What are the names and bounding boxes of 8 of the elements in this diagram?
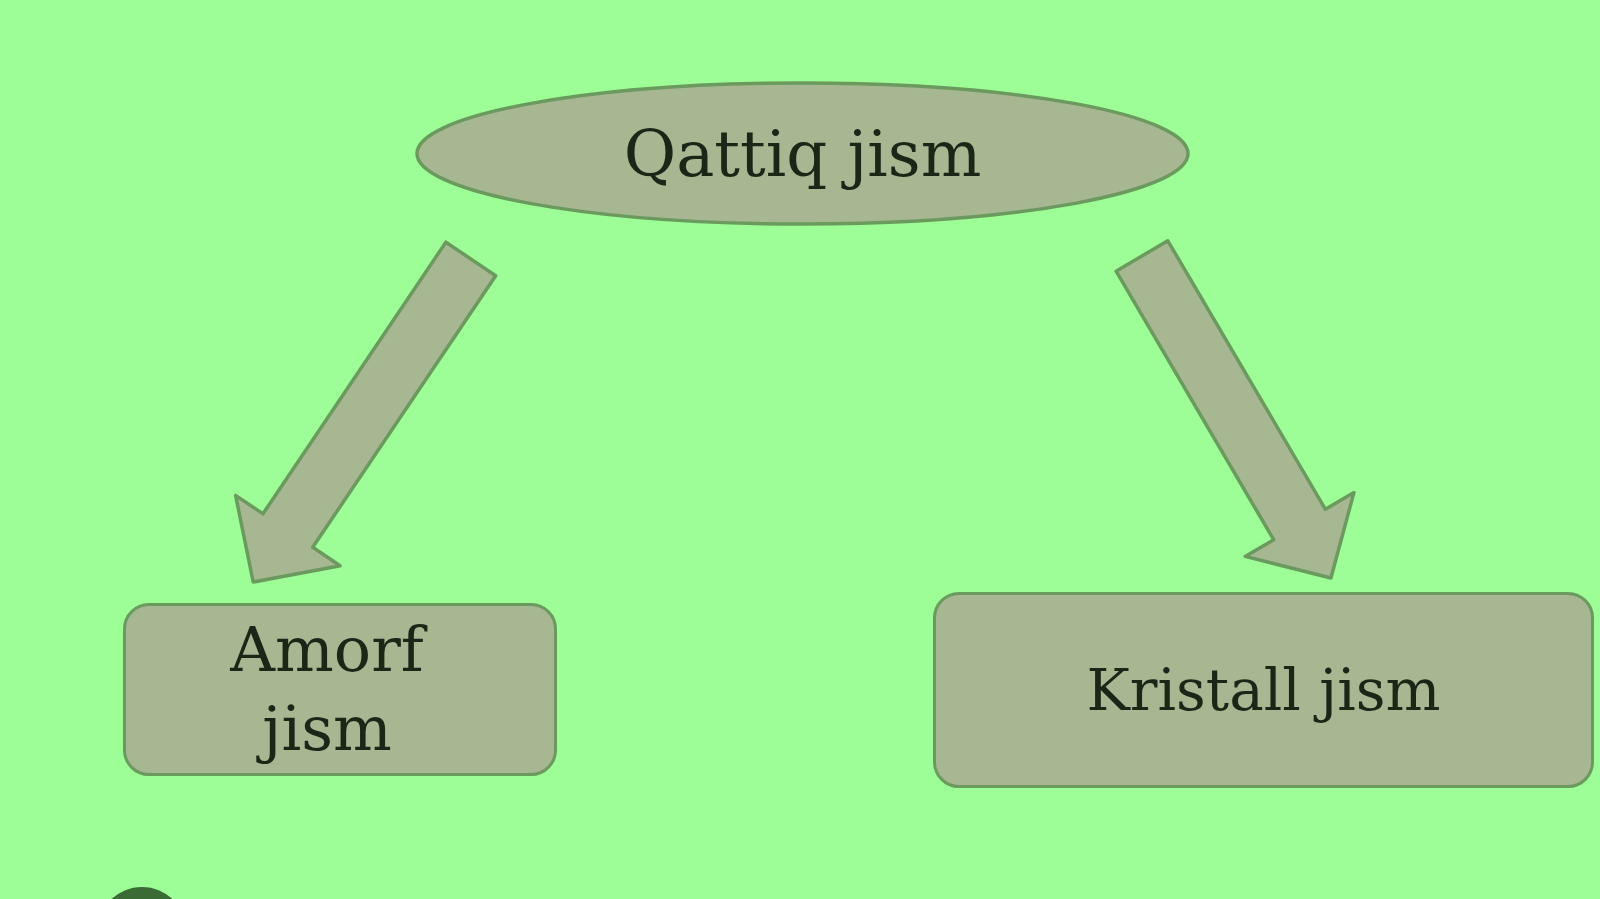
node-label: Amorf jism xyxy=(202,610,452,769)
block-arrow xyxy=(233,240,498,584)
node-label: Qattiq jism xyxy=(623,116,982,191)
block-arrow xyxy=(1114,239,1356,580)
node-label: Kristall jism xyxy=(1086,656,1441,724)
rounded-box xyxy=(933,592,1594,788)
ellipse-node xyxy=(415,81,1190,226)
rounded-box xyxy=(123,603,557,776)
